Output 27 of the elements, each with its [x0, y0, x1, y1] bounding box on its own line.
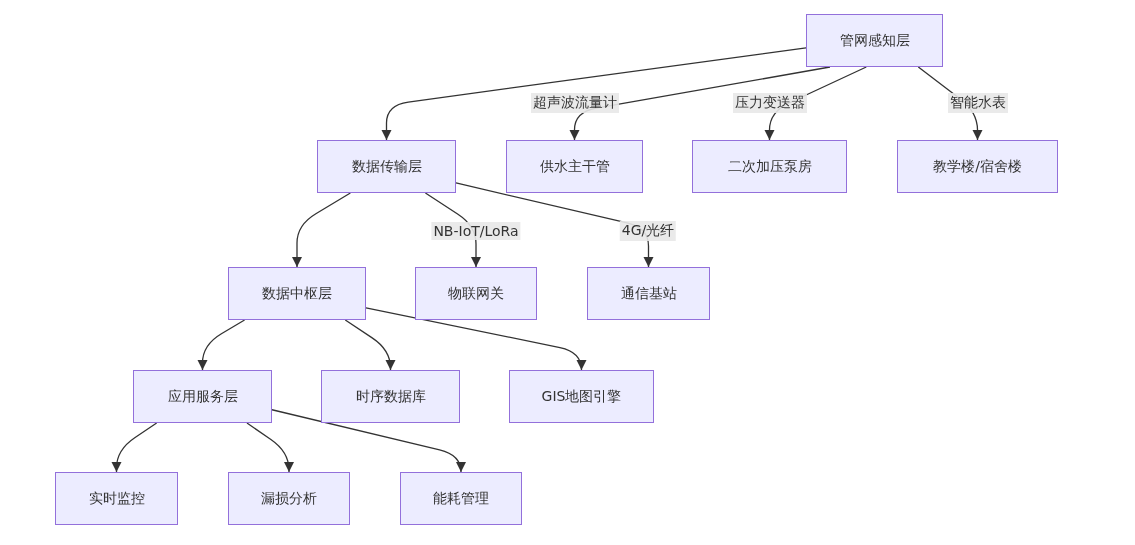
process-box: 供水主干管 — [506, 140, 643, 193]
arrow — [246, 422, 295, 473]
process-box: GIS地图引擎 — [509, 370, 654, 423]
process-box: 漏损分析 — [228, 472, 350, 525]
process-box: 管网感知层 — [806, 14, 943, 67]
process-box: 应用服务层 — [133, 370, 272, 423]
process-box: 数据中枢层 — [228, 267, 366, 320]
arrow — [111, 422, 158, 473]
process-box: 能耗管理 — [400, 472, 522, 525]
arrow — [271, 409, 466, 473]
edge-label: 超声波流量计 — [531, 93, 619, 113]
edge-label: 4G/光纤 — [619, 221, 677, 241]
process-box: 实时监控 — [55, 472, 178, 525]
arrow — [344, 319, 396, 371]
process-box: 物联网关 — [415, 267, 537, 320]
process-box: 通信基站 — [587, 267, 710, 320]
arrow — [197, 319, 246, 371]
arrow — [365, 307, 587, 371]
process-box: 教学楼/宿舍楼 — [897, 140, 1058, 193]
edge-label: 压力变送器 — [733, 93, 807, 113]
arrow — [291, 192, 351, 268]
process-box: 时序数据库 — [321, 370, 460, 423]
process-box: 二次加压泵房 — [692, 140, 847, 193]
process-box: 数据传输层 — [317, 140, 456, 193]
edge-label: NB-IoT/LoRa — [431, 222, 521, 240]
edge-label: 智能水表 — [948, 93, 1008, 113]
arrow — [381, 47, 807, 141]
